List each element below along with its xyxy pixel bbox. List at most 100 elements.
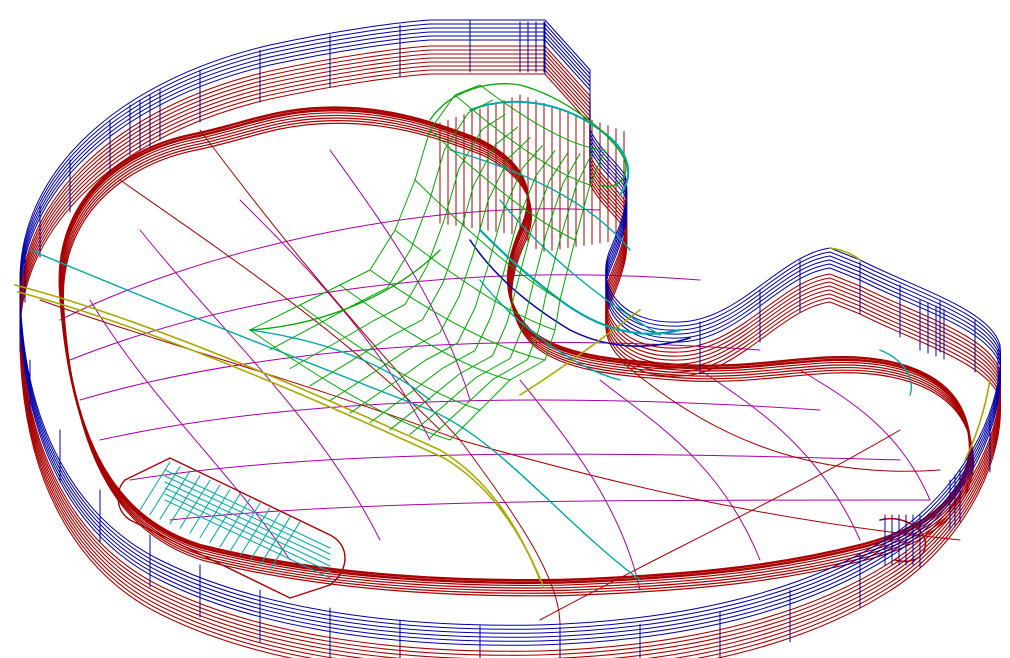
boss-ring — [479, 84, 606, 151]
rim-band-red — [19, 49, 1002, 656]
floor-grid-line — [139, 229, 381, 541]
rim-band-red — [19, 53, 1002, 658]
rim-band-red — [19, 69, 1002, 658]
rim-band-red-path — [19, 53, 1002, 658]
floor-red-line — [459, 439, 561, 626]
inner-lip-path — [62, 120, 974, 594]
rim-band-blue-path — [19, 39, 1001, 646]
rim-band-blue — [19, 23, 1001, 630]
yellow-seam-curve — [829, 247, 861, 261]
cyan-edge-curve — [29, 249, 641, 581]
boss-rib — [289, 114, 506, 369]
floor-grid-line — [329, 149, 471, 401]
floor-grid-line — [799, 369, 931, 501]
slot-feature — [117, 457, 927, 599]
floor-grid-line — [599, 379, 761, 561]
floor-grid-line — [89, 299, 291, 561]
slot-hatch — [159, 470, 191, 520]
boss-ring — [339, 284, 511, 381]
floor-grid-line — [99, 399, 821, 441]
slot-rail — [164, 493, 331, 573]
rim-band-red — [19, 61, 1002, 658]
rim-band-red — [19, 73, 1002, 658]
boss-ring — [429, 129, 576, 241]
slot-rail — [164, 487, 331, 567]
rim-band-blue — [19, 31, 1001, 638]
rim-band-red-path — [19, 73, 1002, 658]
green-boss-mesh — [249, 83, 627, 441]
slot-rail — [164, 499, 331, 579]
rim-band-red-path — [19, 69, 1002, 658]
slot-hatch — [199, 489, 231, 539]
slot-outline — [117, 457, 346, 599]
floor-grid-line — [169, 499, 931, 521]
slot-rail — [164, 475, 331, 555]
floor-red-line — [459, 439, 961, 541]
boss-rib — [309, 126, 518, 387]
rim-band-red-path — [19, 57, 1002, 658]
floor-red-line — [539, 429, 901, 621]
boss-rib — [409, 153, 581, 435]
cyan-edge-curve — [449, 149, 631, 251]
boss-ring — [249, 329, 451, 441]
slot-hatch — [189, 484, 221, 534]
inner-lip-path — [62, 122, 975, 597]
tower-base-lip-blue — [469, 239, 691, 347]
rim-band-blue-path — [19, 19, 1001, 626]
boss-top-rim — [429, 83, 627, 187]
inner-lip-layer — [61, 117, 974, 592]
slot-rail — [164, 469, 331, 549]
floor-grid-line — [59, 208, 601, 321]
slot-rail — [164, 481, 331, 561]
boss-ring — [369, 269, 546, 361]
rim-band-red — [19, 57, 1002, 658]
rim-band-red-path — [19, 45, 1002, 652]
inner-lip-path — [61, 117, 974, 592]
rim-band-blue — [19, 19, 1001, 626]
floor-grid-line — [129, 453, 901, 481]
boss-rib — [269, 99, 493, 351]
boss-rib — [329, 137, 531, 402]
rim-band-blue — [19, 35, 1001, 642]
floor-red-line — [119, 179, 441, 431]
boss-ring — [299, 304, 481, 411]
rim-band-red-path — [19, 65, 1002, 658]
boss-rib — [429, 151, 593, 439]
boss-rib — [369, 150, 556, 424]
inner-lip-layer — [62, 120, 974, 594]
slot-hatch — [149, 466, 181, 516]
inner-lip-layer — [58, 106, 972, 582]
inner-lip-layer — [59, 109, 972, 584]
floor-grid-line — [519, 379, 641, 591]
red-layer-curves — [19, 45, 1002, 658]
slot-hatch — [169, 475, 201, 525]
cyan-edge-curves — [29, 100, 912, 581]
slot-hatch — [139, 461, 171, 511]
inner-lip-layer — [60, 112, 972, 586]
rim-band-blue-path — [19, 23, 1001, 630]
yellow-seam-curve — [17, 291, 545, 589]
slot-hatch — [209, 493, 241, 543]
slot-hatch — [219, 498, 251, 548]
boss-rib — [389, 152, 568, 431]
rim-band-blue-path — [19, 27, 1001, 634]
inner-lip-path — [59, 109, 972, 584]
slot-hatch — [249, 512, 281, 562]
rim-band-red — [19, 65, 1002, 658]
cyan-edge-curve — [879, 349, 912, 396]
slot-hatch — [229, 502, 261, 552]
rim-band-blue — [19, 27, 1001, 634]
rim-band-red-path — [19, 49, 1002, 656]
boss-rib — [249, 84, 481, 331]
rim-band-red — [19, 45, 1002, 652]
cyan-edge-curve — [499, 199, 661, 336]
inner-lip-layer — [62, 122, 975, 597]
floor-grid-line — [699, 369, 861, 541]
boss-rib — [349, 145, 543, 414]
rim-band-red-path — [19, 61, 1002, 658]
slot-hatch — [269, 521, 301, 571]
rim-band-blue — [19, 39, 1001, 646]
floor-red-line — [619, 359, 941, 472]
